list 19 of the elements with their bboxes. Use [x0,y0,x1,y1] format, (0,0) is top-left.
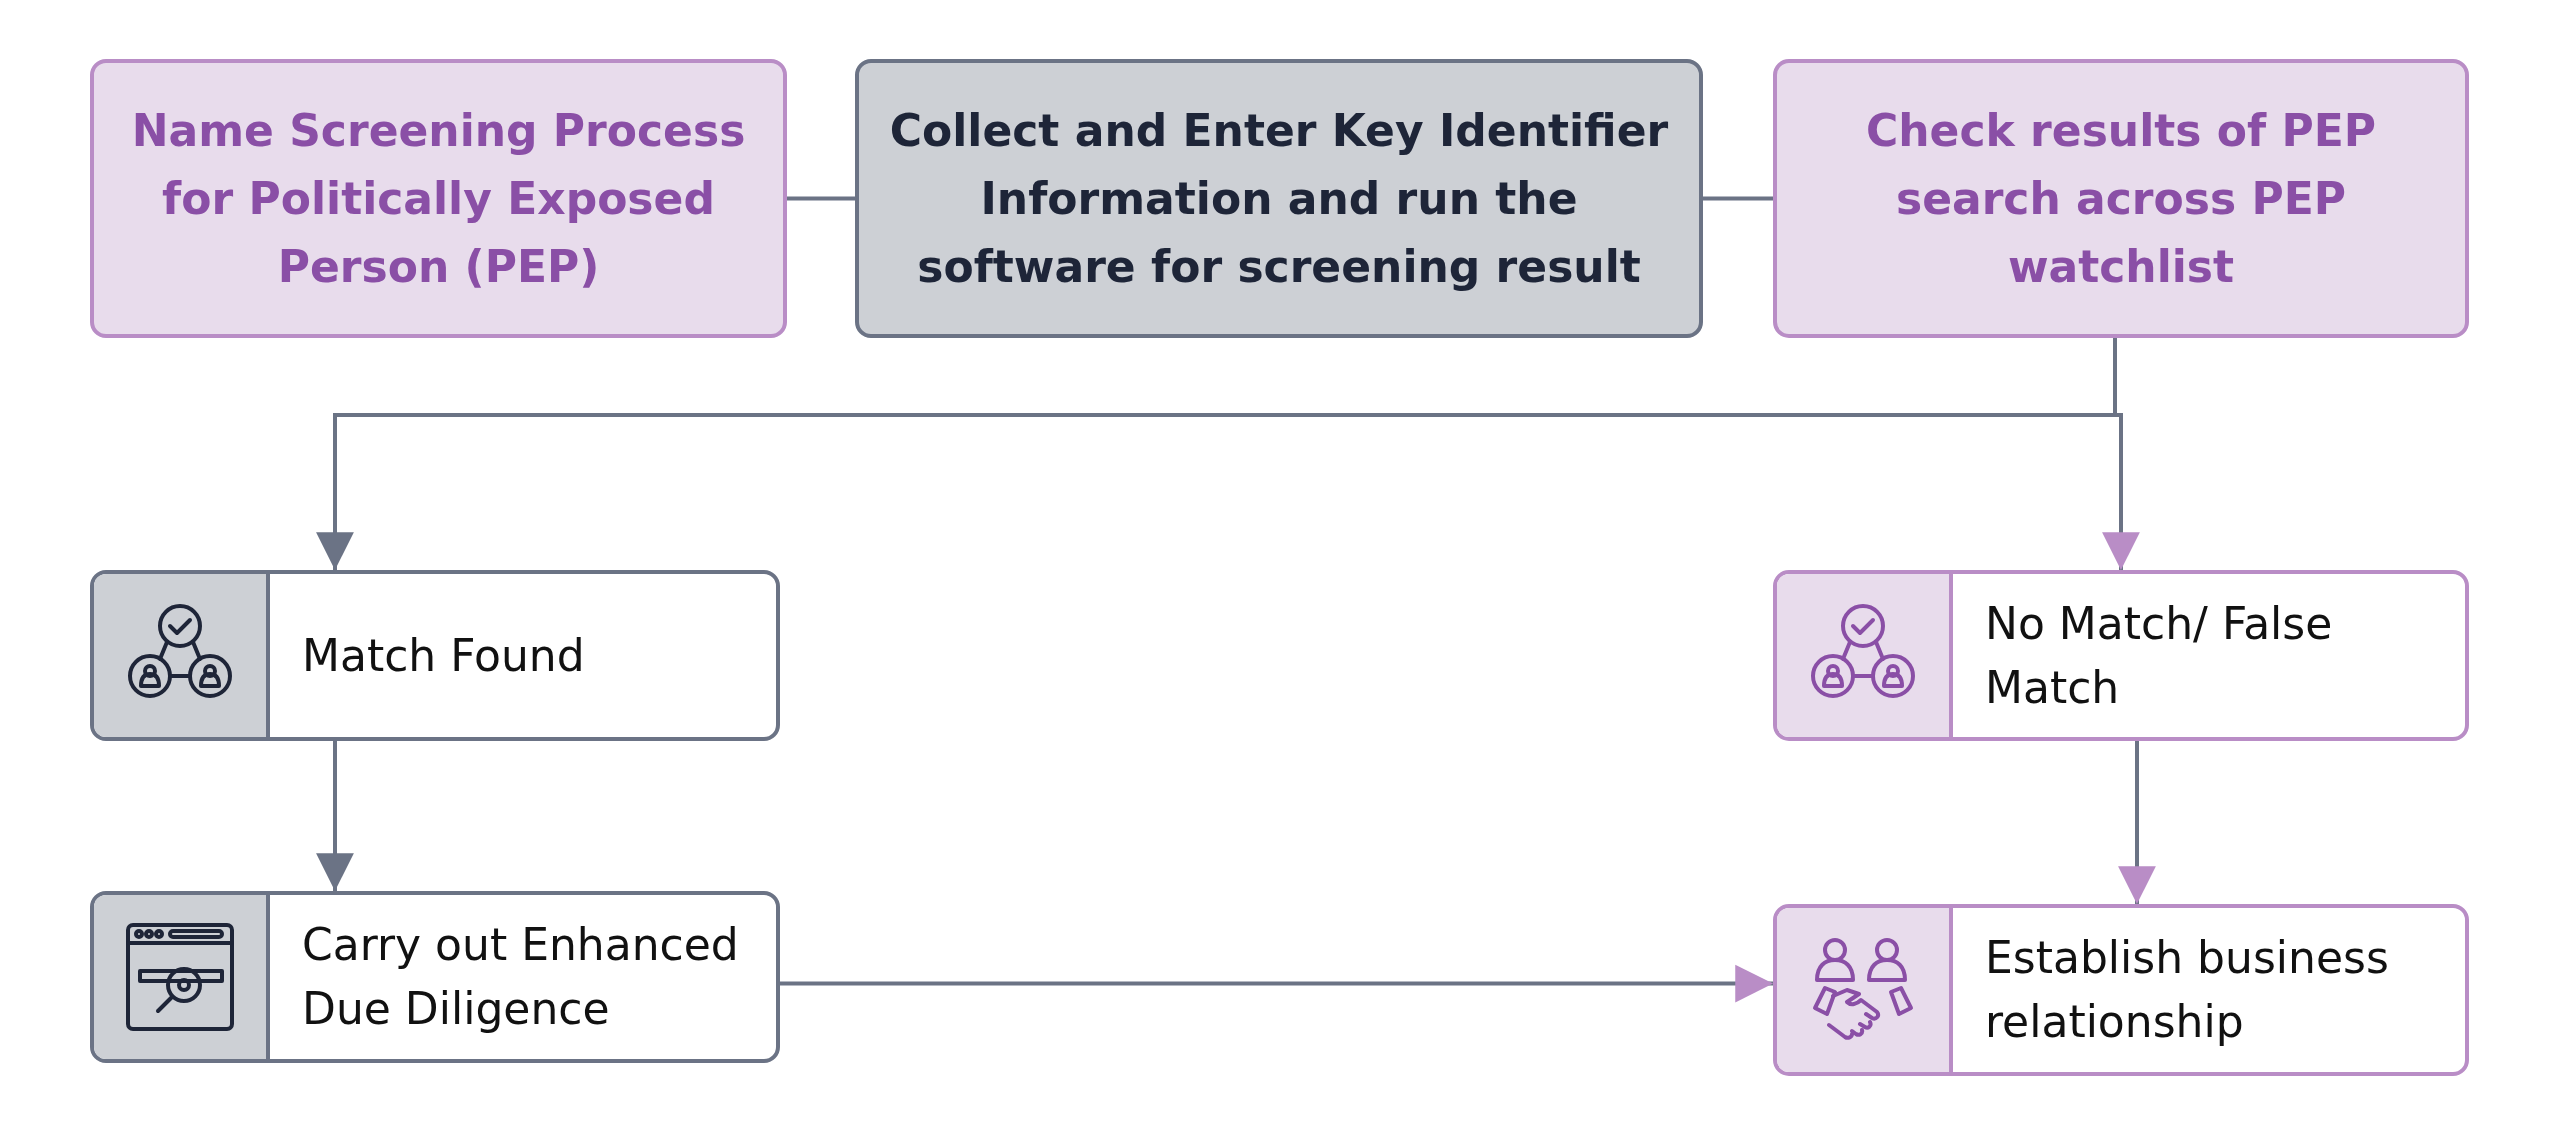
step-text: Establish business relationship [1984,931,2390,1049]
step-card [90,891,780,1063]
arrow [780,964,1774,1003]
step-card [1773,570,2469,741]
process-box [90,59,787,338]
connector-line [787,196,855,201]
connector-line [1703,196,1773,201]
arrow [316,741,354,892]
arrow [2118,741,2156,905]
step-text: No Match/ False Match [1984,596,2334,715]
step-card [1773,904,2469,1076]
step-card [90,570,780,741]
process-box [855,59,1703,338]
step-text: Match Found [301,628,586,683]
step-text: Name Screening Process for Politically Exposed Person (PEP) [130,103,747,294]
step-text: Check results of PEP search across PEP watchlist [1864,103,2377,294]
step-text: Carry out Enhanced Due Diligence [301,918,740,1036]
process-box [1773,59,2469,338]
step-text: Collect and Enter Key Identifier Information and run the software for screening result [889,103,1669,294]
